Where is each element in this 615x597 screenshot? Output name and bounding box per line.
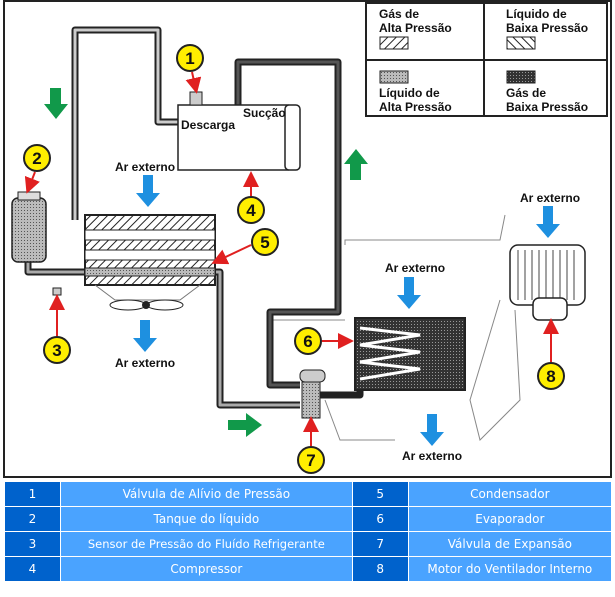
legend-lp-liquid-2: Baixa Pressão [506,21,588,35]
callout-2: 2 [23,144,51,172]
cell-label: Válvula de Alívio de Pressão [61,482,352,506]
cell-label: Tanque do líquido [61,507,352,531]
legend-hp-gas-swatch [379,36,409,50]
svg-text:4: 4 [246,201,256,220]
pressure-sensor [52,287,62,296]
cell-num: 2 [5,507,60,531]
air-label-1: Ar externo [115,160,175,174]
cell-num: 8 [352,557,408,581]
callout-6: 6 [294,327,322,355]
legend-hp-liquid-swatch [379,70,409,84]
descarga-label: Descarga [181,118,235,132]
cell-label: Compressor [61,557,352,581]
cell-label: Válvula de Expansão [408,532,611,556]
legend-hp-liquid-2: Alta Pressão [379,100,452,114]
callout-1: 1 [176,44,204,72]
cell-label: Evaporador [408,507,611,531]
blower-unit [509,244,586,321]
condenser [84,214,216,301]
refrigerant-pipes [24,26,364,409]
callout-4: 4 [237,196,265,224]
flow-arrow-right-icon [228,413,262,437]
cell-num: 1 [5,482,60,506]
legend-lp-gas-2: Baixa Pressão [506,100,588,114]
blower-motor [532,297,568,321]
ac-system-diagram: Gás de Alta Pressão Líquido de Baixa Pre… [3,0,612,478]
air-label-5: Ar externo [520,191,580,205]
vehicle-outline [270,214,521,441]
svg-text:1: 1 [185,49,194,68]
callout-3: 3 [43,336,71,364]
cell-num: 3 [5,532,60,556]
succao-label: Sucção [243,106,286,120]
callout-8: 8 [537,362,565,390]
legend-hp-gas-1: Gás de [379,7,419,21]
air-arrows [133,175,560,446]
legend-lp-liquid-1: Líquido de [506,7,567,21]
svg-text:3: 3 [52,341,61,360]
legend-lp-gas-1: Gás de [506,86,546,100]
svg-text:6: 6 [303,332,312,351]
cell-num: 7 [352,532,408,556]
legend-hp-gas-2: Alta Pressão [379,21,452,35]
callout-7: 7 [297,446,325,474]
air-arrow-icon [133,320,157,352]
cell-num: 4 [5,557,60,581]
flow-arrows [44,88,368,437]
compressor: Sucção Descarga [177,91,301,171]
cell-label: Condensador [408,482,611,506]
air-arrow-icon [397,277,421,309]
svg-text:5: 5 [260,233,269,252]
legend-lp-liquid-swatch [506,36,536,50]
condenser-fan [109,299,184,311]
evaporator [299,317,466,419]
callouts: 1 2 3 4 5 6 7 8 [23,44,565,474]
svg-text:2: 2 [32,149,41,168]
svg-text:7: 7 [306,451,315,470]
cell-num: 6 [352,507,408,531]
callout-pointers [24,71,559,446]
expansion-valve [301,381,321,419]
air-label-2: Ar externo [115,356,175,370]
callout-5: 5 [251,228,279,256]
svg-text:8: 8 [546,367,555,386]
air-arrow-icon [420,414,444,446]
air-arrow-icon [536,206,560,238]
cell-num: 5 [352,482,408,506]
relief-valve [189,91,203,106]
legend: Gás de Alta Pressão Líquido de Baixa Pre… [365,2,608,117]
flow-arrow-up-icon [344,149,368,180]
air-label-3: Ar externo [385,261,445,275]
flow-arrow-down-icon [44,88,68,119]
air-label-4: Ar externo [402,449,462,463]
legend-lp-gas-swatch [506,70,536,84]
air-arrow-icon [136,175,160,207]
cell-label: Sensor de Pressão do Fluído Refrigerante [61,532,352,556]
cell-label: Motor do Ventilador Interno [408,557,611,581]
legend-hp-liquid-1: Líquido de [379,86,440,100]
